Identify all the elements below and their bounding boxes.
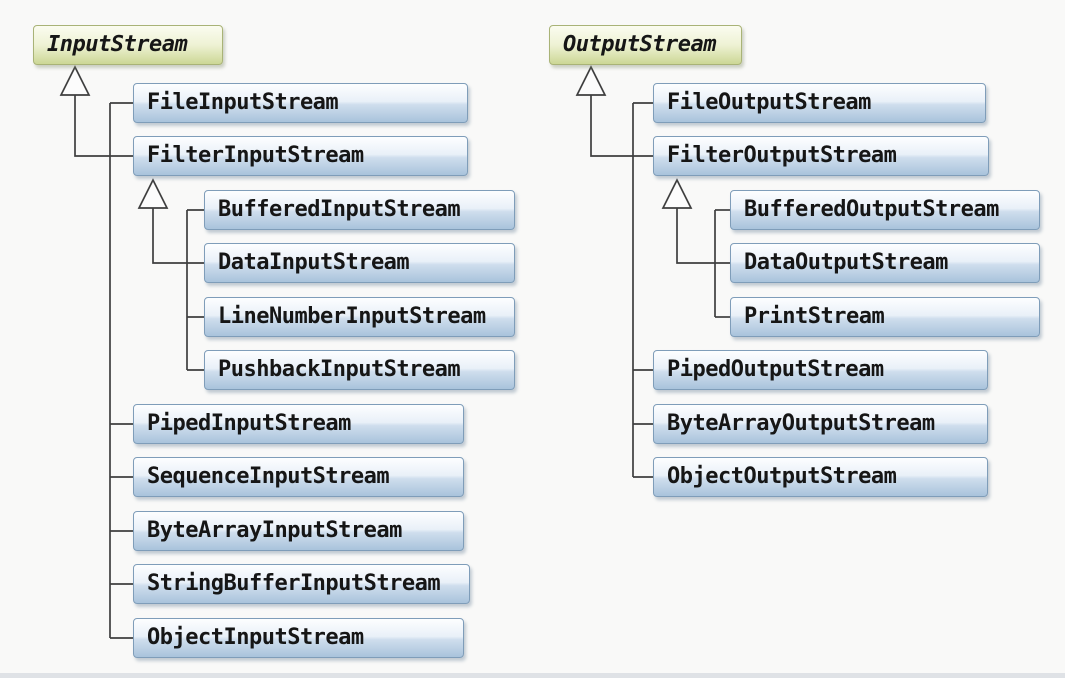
inheritance-triangle-filterinputstream xyxy=(137,178,169,209)
class-box-datainputstream: DataInputStream xyxy=(204,243,515,283)
outputstream-inheritance-connectors xyxy=(575,65,653,478)
inputstream-inheritance-connectors xyxy=(59,65,133,639)
class-box-printstream: PrintStream xyxy=(730,297,1040,337)
class-box-fileinputstream: FileInputStream xyxy=(133,83,468,123)
filterinputstream-inheritance-connectors xyxy=(137,178,204,371)
class-box-bytearrayoutputstream: ByteArrayOutputStream xyxy=(653,404,988,444)
filteroutputstream-inheritance-connectors xyxy=(661,178,730,318)
class-box-objectoutputstream: ObjectOutputStream xyxy=(653,457,988,497)
inheritance-triangle-filteroutputstream xyxy=(661,178,693,209)
class-box-filteroutputstream: FilterOutputStream xyxy=(653,136,989,176)
bottom-edge-strip xyxy=(0,673,1065,678)
class-box-outputstream: OutputStream xyxy=(549,25,742,65)
inheritance-triangle-outputstream xyxy=(575,65,607,96)
class-box-objectinputstream: ObjectInputStream xyxy=(133,618,464,658)
class-box-fileoutputstream: FileOutputStream xyxy=(653,83,986,123)
inheritance-triangle-inputstream xyxy=(59,65,91,96)
class-box-pipedinputstream: PipedInputStream xyxy=(133,404,464,444)
class-box-filterinputstream: FilterInputStream xyxy=(133,136,468,176)
class-box-bytearrayinputstream: ByteArrayInputStream xyxy=(133,511,464,551)
class-box-dataoutputstream: DataOutputStream xyxy=(730,243,1040,283)
class-box-sequenceinputstream: SequenceInputStream xyxy=(133,457,464,497)
class-box-stringbufferinputstream: StringBufferInputStream xyxy=(133,564,470,604)
class-box-bufferedoutputstream: BufferedOutputStream xyxy=(730,190,1040,230)
class-box-linenumberinputstream: LineNumberInputStream xyxy=(204,297,515,337)
class-box-pipedoutputstream: PipedOutputStream xyxy=(653,350,988,390)
class-box-pushbackinputstream: PushbackInputStream xyxy=(204,350,515,390)
class-box-bufferedinputstream: BufferedInputStream xyxy=(204,190,515,230)
class-box-inputstream: InputStream xyxy=(33,25,223,65)
